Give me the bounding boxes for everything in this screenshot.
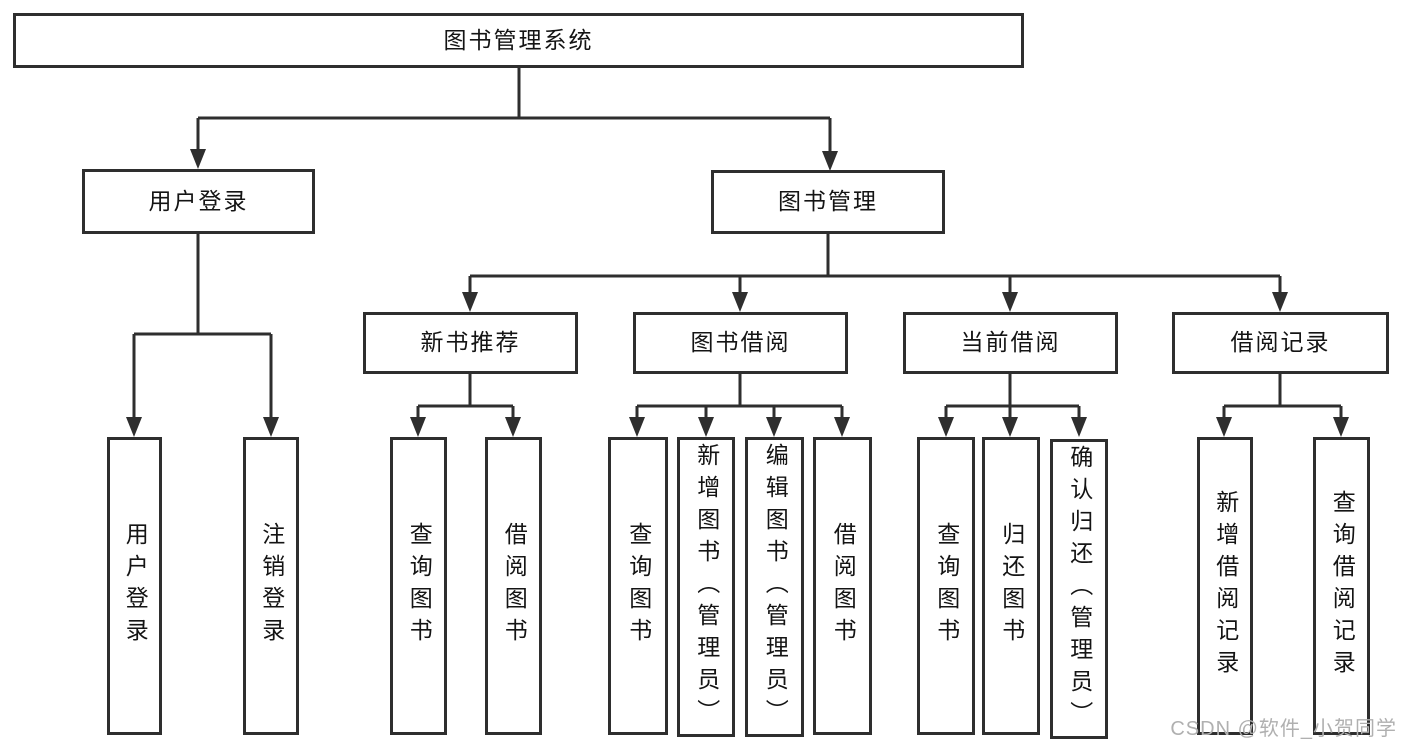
node-library-system: 图书管理系统 (13, 13, 1024, 68)
node-user-login: 用户登录 (82, 169, 315, 234)
node-new-book-recommend: 新书推荐 (363, 312, 578, 374)
node-book-management: 图书管理 (711, 170, 945, 234)
node-cb-query-books: 查询图书 (917, 437, 975, 735)
node-bb-add-books-admin: 新增图书（管理员） (677, 437, 735, 737)
node-br-query-record: 查询借阅记录 (1313, 437, 1370, 735)
node-book-borrowing: 图书借阅 (633, 312, 848, 374)
node-borrow-records: 借阅记录 (1172, 312, 1389, 374)
node-current-borrowing: 当前借阅 (903, 312, 1118, 374)
node-cb-return-books: 归还图书 (982, 437, 1040, 735)
csdn-watermark: CSDN @软件_小贺同学 (1170, 718, 1397, 740)
node-leaf-user-login: 用户登录 (107, 437, 162, 735)
node-nb-query-books: 查询图书 (390, 437, 447, 735)
node-bb-edit-books-admin: 编辑图书（管理员） (745, 437, 804, 737)
node-bb-query-books: 查询图书 (608, 437, 668, 735)
node-leaf-logout: 注销登录 (243, 437, 299, 735)
node-cb-confirm-return-admin: 确认归还（管理员） (1050, 439, 1108, 739)
node-bb-borrow-books: 借阅图书 (813, 437, 872, 735)
node-nb-borrow-books: 借阅图书 (485, 437, 542, 735)
node-br-add-record: 新增借阅记录 (1197, 437, 1253, 735)
